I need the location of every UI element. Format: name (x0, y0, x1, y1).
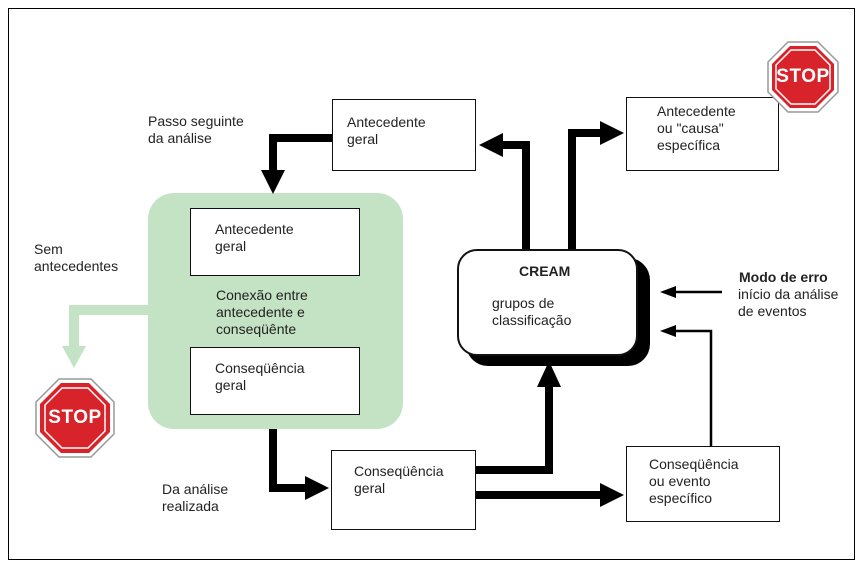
specific-antecedent-label: Antecedente ou "causa" específica (657, 103, 736, 153)
arrow-cream-to-antecedent-head (479, 133, 503, 157)
arrow-cream-to-antecedent (500, 141, 530, 249)
octagon-icon (35, 378, 115, 458)
arrow-error-mode-head (660, 286, 676, 298)
inner-consequence-label: Conseqüência geral (215, 360, 305, 393)
arrow-next-step (269, 134, 332, 172)
stop-sign-left-text: STOP (48, 407, 102, 428)
next-step-label: Passo seguinte da análise (148, 113, 244, 146)
top-antecedent-box: Antecedente geral (332, 99, 476, 171)
arrow-specific-to-cream (674, 329, 713, 446)
specific-antecedent-box: Antecedente ou "causa" específica (626, 97, 779, 171)
error-mode-title: Modo de erro (739, 269, 828, 285)
arrow-consequence-to-cream-head (537, 361, 561, 387)
inner-antecedent-label: Antecedente geral (215, 221, 294, 254)
arrow-consequence-to-cream (476, 384, 553, 474)
stop-sign-top: STOP (767, 41, 839, 113)
arrow-from-analysis-head (305, 476, 329, 500)
connection-label: Conexão entre antecedente e conseqüênte (216, 287, 308, 337)
error-mode-description: início da análise de eventos (738, 286, 839, 319)
arrow-cream-to-specific-head (600, 121, 624, 145)
arrow-from-analysis (269, 429, 308, 492)
cream-node: CREAM grupos de classificação (457, 249, 638, 356)
bottom-consequence-box: Conseqüência geral (331, 450, 476, 530)
bottom-consequence-label: Conseqüência geral (354, 463, 444, 496)
stop-sign-left: STOP (35, 378, 115, 458)
stop-sign-top-text: STOP (776, 66, 830, 87)
green-arrow (69, 305, 148, 348)
inner-consequence-box: Conseqüência geral (190, 347, 360, 415)
from-analysis-label: Da análise realizada (162, 481, 229, 514)
top-antecedent-label: Antecedente geral (347, 114, 426, 147)
cream-subtitle: grupos de classificação (492, 295, 572, 328)
specific-consequence-box: Conseqüência ou evento específico (626, 446, 780, 522)
frame (8, 8, 855, 560)
arrow-cream-to-specific (568, 129, 603, 249)
specific-consequence-label: Conseqüência ou evento específico (649, 456, 739, 506)
inner-antecedent-box: Antecedente geral (190, 208, 360, 276)
arrow-next-step-head (261, 170, 285, 194)
arrow-specific-to-cream-head (660, 325, 676, 337)
green-arrow-head (62, 346, 86, 368)
no-antecedents-label: Sem antecedentes (34, 241, 119, 274)
cream-title: CREAM (519, 263, 571, 279)
arrow-consequence-to-specific-head (600, 483, 624, 507)
octagon-icon (767, 41, 839, 113)
